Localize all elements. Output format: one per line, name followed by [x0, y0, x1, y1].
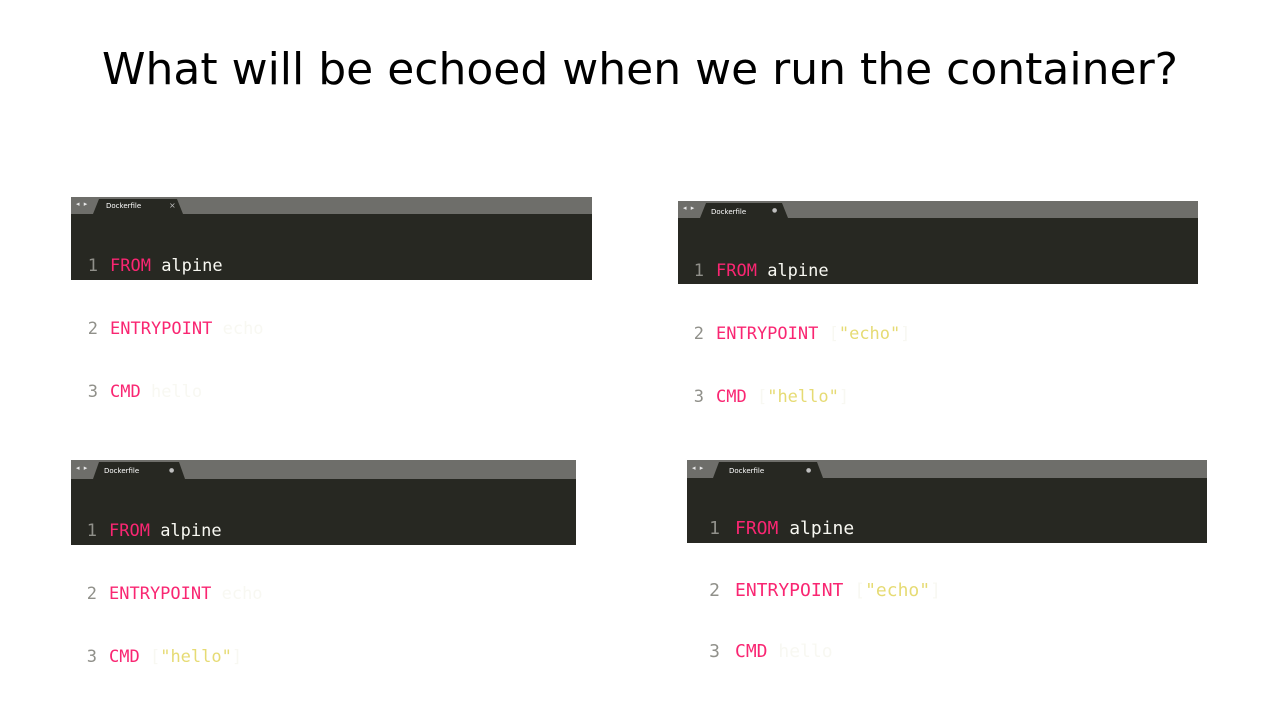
line-number: 3: [693, 387, 704, 407]
line-number: 1: [709, 518, 720, 539]
slide-title: What will be echoed when we run the cont…: [101, 44, 1179, 95]
code-text: ]: [900, 324, 911, 344]
line-number: 3: [86, 647, 97, 667]
unsaved-dot-icon[interactable]: ●: [169, 467, 175, 474]
close-icon[interactable]: ×: [169, 201, 176, 210]
code-keyword: CMD: [735, 641, 768, 662]
nav-arrows-icon[interactable]: ◂ ▸: [76, 200, 89, 208]
tab-bar: ◂ ▸ Dockerfile ●: [687, 460, 1207, 478]
code-line: 2 ENTRYPOINT ["echo"]: [678, 324, 1198, 345]
code-keyword: FROM: [716, 261, 757, 281]
code-text: [: [139, 647, 161, 667]
code-text: echo: [212, 319, 264, 339]
code-area[interactable]: 1 FROM alpine 2 ENTRYPOINT echo 3 CMD hello: [71, 214, 592, 445]
tab-dockerfile[interactable]: Dockerfile ●: [700, 203, 788, 218]
code-line: 1 FROM alpine: [71, 521, 576, 542]
code-text: hello: [140, 382, 203, 402]
line-number: 1: [693, 261, 704, 281]
code-keyword: CMD: [716, 387, 747, 407]
tab-label: Dockerfile: [711, 208, 747, 216]
code-keyword: CMD: [110, 382, 141, 402]
tab-dockerfile[interactable]: Dockerfile ●: [713, 462, 823, 478]
code-area[interactable]: 1 FROM alpine 2 ENTRYPOINT echo 3 CMD ["hel…: [71, 479, 576, 710]
code-line: 3 CMD ["hello"]: [678, 387, 1198, 408]
code-text: echo: [211, 584, 263, 604]
line-number: 3: [87, 382, 98, 402]
line-number: 1: [87, 256, 98, 276]
code-string: "hello": [160, 647, 232, 667]
line-number: 2: [693, 324, 704, 344]
code-text: [: [843, 579, 866, 601]
line-number: 1: [86, 521, 97, 541]
line-number: 3: [709, 641, 720, 662]
line-number: 2: [86, 584, 97, 604]
code-keyword: ENTRYPOINT: [110, 319, 213, 339]
tab-label: Dockerfile: [106, 202, 142, 210]
nav-arrows-icon[interactable]: ◂ ▸: [692, 464, 705, 472]
code-text: ]: [231, 647, 243, 667]
code-line: 3 CMD hello: [687, 641, 1207, 663]
code-keyword: FROM: [110, 256, 151, 276]
line-number: 2: [87, 319, 98, 339]
code-line: 3 CMD hello: [71, 382, 592, 403]
code-text: ]: [838, 387, 850, 407]
code-keyword: ENTRYPOINT: [109, 584, 212, 604]
line-number: 2: [709, 579, 720, 601]
code-line: 2 ENTRYPOINT echo: [71, 584, 576, 605]
code-keyword: FROM: [109, 521, 150, 541]
tab-label: Dockerfile: [729, 467, 765, 475]
code-keyword: ENTRYPOINT: [716, 324, 819, 344]
tab-bar: ◂ ▸ Dockerfile ●: [678, 201, 1198, 218]
code-text: alpine: [778, 518, 855, 539]
code-area[interactable]: 1 FROM alpine 2 ENTRYPOINT ["echo"] 3 CMD h…: [687, 478, 1207, 704]
editor-panel-top-left: ◂ ▸ Dockerfile × 1 FROM alpine 2 ENTRYPOIN…: [71, 197, 592, 402]
code-text: alpine: [149, 521, 222, 541]
code-line: 2 ENTRYPOINT echo: [71, 319, 592, 340]
code-text: alpine: [150, 256, 223, 276]
code-keyword: CMD: [109, 647, 140, 667]
code-string: "echo": [865, 579, 931, 601]
code-line: 1 FROM alpine: [678, 261, 1198, 282]
code-keyword: FROM: [735, 518, 779, 539]
code-string: "echo": [838, 324, 901, 344]
code-text: [: [746, 387, 768, 407]
code-line: 3 CMD ["hello"]: [71, 647, 576, 668]
code-text: hello: [767, 641, 833, 662]
code-keyword: ENTRYPOINT: [735, 579, 844, 601]
unsaved-dot-icon[interactable]: ●: [772, 207, 778, 214]
code-text: ]: [930, 579, 941, 601]
tab-dockerfile[interactable]: Dockerfile ●: [93, 462, 185, 479]
nav-arrows-icon[interactable]: ◂ ▸: [683, 204, 696, 212]
code-line: 1 FROM alpine: [687, 518, 1207, 540]
code-text: [: [818, 324, 839, 344]
tab-label: Dockerfile: [104, 467, 140, 475]
code-string: "hello": [767, 387, 839, 407]
tab-dockerfile[interactable]: Dockerfile ×: [93, 199, 183, 214]
editor-panel-bottom-right: ◂ ▸ Dockerfile ● 1 FROM alpine 2 ENTRYPOIN…: [687, 460, 1207, 662]
unsaved-dot-icon[interactable]: ●: [806, 467, 812, 474]
editor-panel-bottom-left: ◂ ▸ Dockerfile ● 1 FROM alpine 2 ENTRYPOIN…: [71, 460, 576, 667]
tab-bar: ◂ ▸ Dockerfile ×: [71, 197, 592, 214]
code-line: 1 FROM alpine: [71, 256, 592, 277]
code-line: 2 ENTRYPOINT ["echo"]: [687, 579, 1207, 602]
code-text: alpine: [756, 261, 829, 281]
tab-bar: ◂ ▸ Dockerfile ●: [71, 460, 576, 479]
nav-arrows-icon[interactable]: ◂ ▸: [76, 464, 89, 472]
editor-panel-top-right: ◂ ▸ Dockerfile ● 1 FROM alpine 2 ENTRYPOIN…: [678, 201, 1198, 407]
